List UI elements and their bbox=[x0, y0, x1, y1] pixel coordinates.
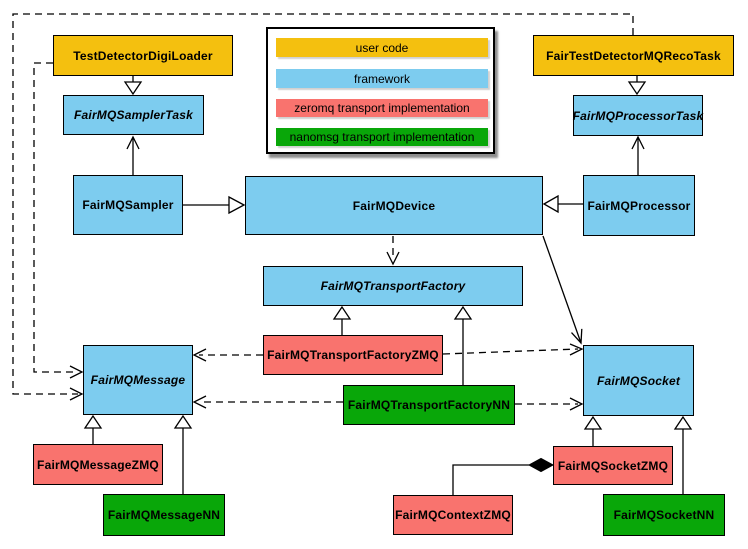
node-fairmq-message: FairMQMessage bbox=[83, 345, 193, 415]
legend-item-user-code: user code bbox=[276, 38, 488, 57]
edge-inherit-processor-device bbox=[542, 194, 583, 214]
edge-inherit-messagenn-message bbox=[173, 414, 193, 494]
node-fairmq-message-nn: FairMQMessageNN bbox=[103, 494, 225, 536]
node-fairmq-socket-zmq: FairMQSocketZMQ bbox=[553, 446, 673, 485]
node-fairmq-message-zmq: FairMQMessageZMQ bbox=[33, 444, 163, 485]
edge-assoc-processor-processortask bbox=[631, 135, 645, 175]
edge-inherit-sampler-device bbox=[183, 195, 246, 215]
edge-dep-factorynn-message bbox=[192, 395, 343, 409]
edge-inherit-recotask-processortask bbox=[627, 76, 647, 96]
node-fair-test-detector-mq-reco-task: FairTestDetectorMQRecoTask bbox=[533, 35, 734, 76]
edge-dep-device-factory bbox=[386, 236, 400, 266]
node-fairmq-device: FairMQDevice bbox=[245, 176, 543, 235]
edge-dep-factoryzmq-socket bbox=[442, 343, 584, 356]
node-test-detector-digi-loader: TestDetectorDigiLoader bbox=[53, 35, 233, 76]
node-fairmq-transport-factory-nn: FairMQTransportFactoryNN bbox=[343, 385, 515, 425]
edge-inherit-factorynn-factory bbox=[453, 305, 473, 385]
node-fairmq-processor: FairMQProcessor bbox=[583, 175, 695, 236]
edge-assoc-device-socket bbox=[542, 235, 583, 345]
legend-item-framework: framework bbox=[276, 69, 488, 88]
edge-dep-digiloader-message bbox=[33, 62, 84, 379]
edge-dep-factorynn-socket bbox=[515, 397, 584, 411]
legend-item-nanomsg: nanomsg transport implementation bbox=[276, 128, 488, 146]
node-fairmq-transport-factory-zmq: FairMQTransportFactoryZMQ bbox=[263, 335, 443, 375]
node-fairmq-processor-task: FairMQProcessorTask bbox=[573, 95, 703, 136]
node-fairmq-transport-factory: FairMQTransportFactory bbox=[263, 266, 523, 306]
edge-inherit-messagezmq-message bbox=[83, 414, 103, 444]
edge-assoc-sampler-samplertask bbox=[126, 135, 140, 175]
edge-inherit-socketnn-socket bbox=[673, 415, 693, 494]
edge-inherit-factoryzmq-factory bbox=[332, 305, 352, 335]
legend-item-zeromq: zeromq transport implementation bbox=[276, 99, 488, 117]
edge-inherit-socketzmq-socket bbox=[583, 415, 603, 446]
edge-comp-contextzmq-socketzmq bbox=[452, 457, 555, 495]
node-fairmq-socket-nn: FairMQSocketNN bbox=[603, 494, 725, 536]
node-fairmq-sampler: FairMQSampler bbox=[73, 175, 183, 235]
legend-box: user code framework zeromq transport imp… bbox=[266, 27, 495, 154]
node-fairmq-socket: FairMQSocket bbox=[583, 345, 694, 416]
node-fairmq-sampler-task: FairMQSamplerTask bbox=[63, 95, 204, 135]
edge-inherit-digiloader-samplertask bbox=[123, 76, 143, 96]
edge-dep-recotask-message bbox=[12, 13, 634, 401]
edge-dep-factoryzmq-message bbox=[192, 348, 263, 362]
node-fairmq-context-zmq: FairMQContextZMQ bbox=[393, 495, 513, 535]
